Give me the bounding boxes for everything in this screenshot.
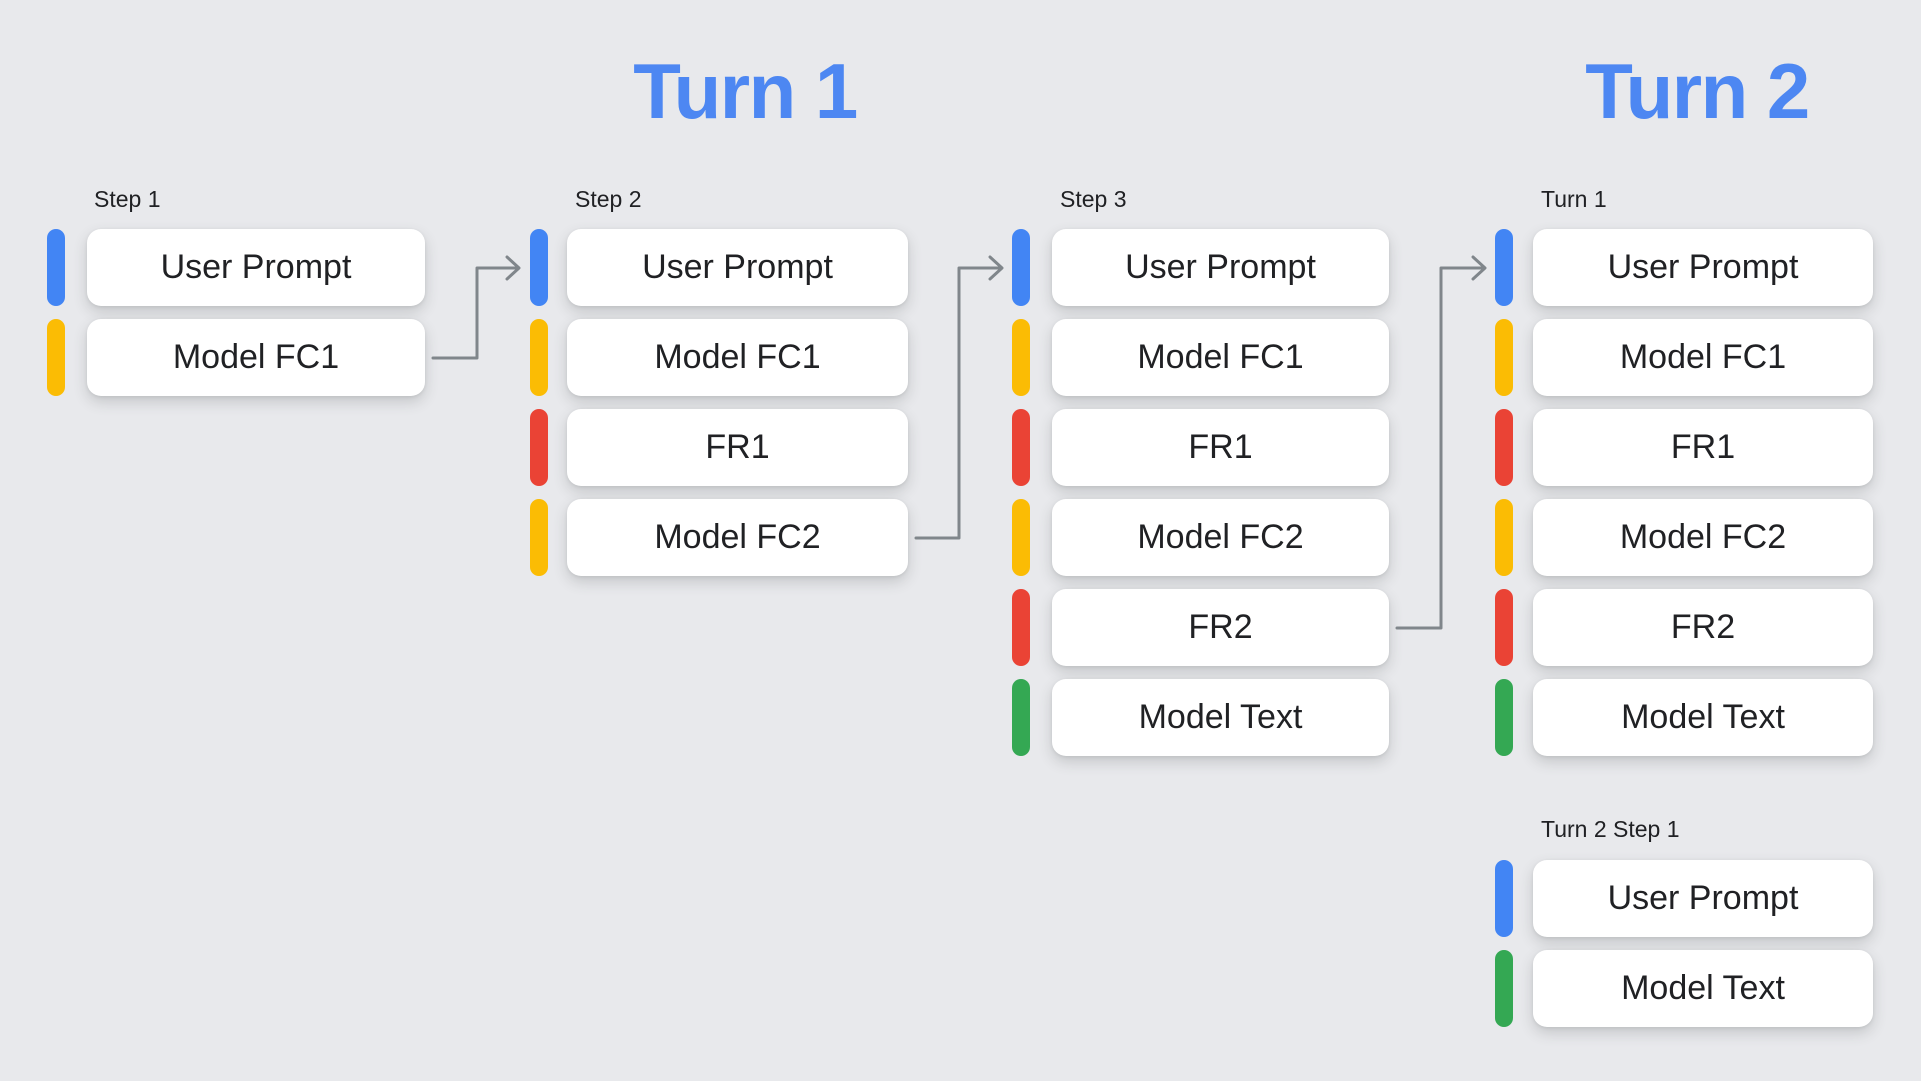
model-text-bar: [1495, 950, 1513, 1027]
fr2-card: FR2: [1052, 589, 1389, 666]
model-fc2-bar: [1495, 499, 1513, 576]
arrow-step2-to-step3: [914, 255, 1004, 540]
model-fc1-card: Model FC1: [1052, 319, 1389, 396]
model-fc2-bar: [530, 499, 548, 576]
model-text-card-label: Model Text: [1621, 698, 1785, 736]
model-text-card-label: Model Text: [1621, 969, 1785, 1007]
model-text-card: Model Text: [1533, 950, 1873, 1027]
fr2-bar: [1495, 589, 1513, 666]
fr1-card-label: FR1: [705, 428, 770, 466]
user-prompt-bar: [530, 229, 548, 306]
fr1-bar: [530, 409, 548, 486]
model-fc1-bar: [1012, 319, 1030, 396]
user-prompt-bar: [1012, 229, 1030, 306]
model-fc1-card-label: Model FC1: [654, 338, 821, 376]
model-fc2-card-label: Model FC2: [654, 518, 821, 556]
arrow-step1-to-step2: [431, 255, 521, 360]
user-prompt-card: User Prompt: [1533, 229, 1873, 306]
user-prompt-card: User Prompt: [87, 229, 425, 306]
user-prompt-bar: [1495, 229, 1513, 306]
model-fc1-card: Model FC1: [87, 319, 425, 396]
turn-1-title: Turn 1: [633, 47, 858, 135]
model-fc2-card-label: Model FC2: [1137, 518, 1304, 556]
model-text-card: Model Text: [1052, 679, 1389, 756]
model-fc2-card: Model FC2: [1533, 499, 1873, 576]
fr2-card-label: FR2: [1670, 608, 1736, 646]
fr2-card: FR2: [1533, 589, 1873, 666]
fr1-card: FR1: [1052, 409, 1389, 486]
fr1-card: FR1: [567, 409, 908, 486]
arrow-step3-to-turn1: [1395, 255, 1487, 630]
model-fc1-card-label: Model FC1: [1619, 338, 1787, 376]
step-1-label: Step 1: [94, 186, 161, 212]
user-prompt-card: User Prompt: [1533, 860, 1873, 937]
model-fc1-card: Model FC1: [1533, 319, 1873, 396]
user-prompt-card: User Prompt: [1052, 229, 1389, 306]
user-prompt-card-label: User Prompt: [1607, 879, 1799, 917]
turn-2-title: Turn 2: [1585, 47, 1810, 135]
user-prompt-card-label: User Prompt: [160, 248, 352, 286]
model-fc1-card-label: Model FC1: [172, 338, 340, 376]
model-fc2-bar: [1012, 499, 1030, 576]
turn-1-column-label: Turn 1: [1541, 186, 1607, 212]
model-fc2-card: Model FC2: [1052, 499, 1389, 576]
user-prompt-card-label: User Prompt: [1607, 248, 1799, 286]
model-fc2-card-label: Model FC2: [1619, 518, 1787, 556]
user-prompt-card-label: User Prompt: [642, 248, 833, 286]
user-prompt-bar: [1495, 860, 1513, 937]
fr1-card-label: FR1: [1188, 428, 1253, 466]
model-text-bar: [1495, 679, 1513, 756]
fr2-bar: [1012, 589, 1030, 666]
model-fc1-card-label: Model FC1: [1137, 338, 1304, 376]
model-text-card: Model Text: [1533, 679, 1873, 756]
turn-2-step-1-label: Turn 2 Step 1: [1541, 816, 1680, 842]
fr2-card-label: FR2: [1188, 608, 1253, 646]
model-text-card-label: Model Text: [1138, 698, 1303, 736]
fr1-bar: [1012, 409, 1030, 486]
model-fc1-bar: [1495, 319, 1513, 396]
user-prompt-card: User Prompt: [567, 229, 908, 306]
step-3-label: Step 3: [1060, 186, 1127, 212]
model-fc2-card: Model FC2: [567, 499, 908, 576]
user-prompt-bar: [47, 229, 65, 306]
user-prompt-card-label: User Prompt: [1125, 248, 1316, 286]
model-fc1-card: Model FC1: [567, 319, 908, 396]
model-fc1-bar: [530, 319, 548, 396]
step-2-label: Step 2: [575, 186, 642, 212]
fr1-bar: [1495, 409, 1513, 486]
fr1-card: FR1: [1533, 409, 1873, 486]
model-text-bar: [1012, 679, 1030, 756]
model-fc1-bar: [47, 319, 65, 396]
fr1-card-label: FR1: [1670, 428, 1736, 466]
